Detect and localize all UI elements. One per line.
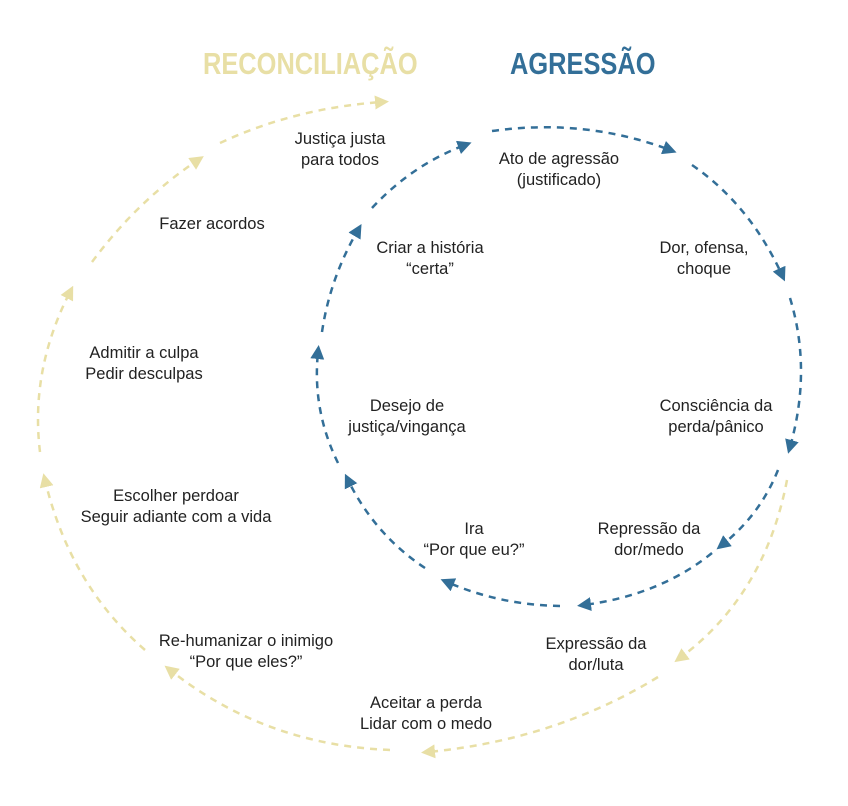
reconciliation-arrows xyxy=(36,95,789,759)
label-line: Expressão da xyxy=(545,635,647,653)
arrow-aggression-7 xyxy=(344,473,426,570)
label-ira: Ira “Por que eu?” xyxy=(424,519,525,561)
label-line: Lidar com o medo xyxy=(359,715,493,733)
label-line: Justiça justa xyxy=(294,130,386,148)
label-line: perda/pânico xyxy=(668,418,764,436)
arrow-aggression-5 xyxy=(577,552,713,612)
label-expressao-da-dor: Expressão da dor/luta xyxy=(546,634,647,676)
aggression-title: AGRESSÃO xyxy=(510,46,656,81)
label-line: Criar a história xyxy=(376,239,484,257)
label-repressao: Repressão da dor/medo xyxy=(598,519,701,561)
label-dor-ofensa: Dor, ofensa, choque xyxy=(660,238,749,280)
label-line: Seguir adiante com a vida xyxy=(80,508,272,526)
label-re-humanizar: Re-humanizar o inimigo “Por que eles?” xyxy=(159,631,333,673)
label-line: Dor, ofensa, xyxy=(659,239,749,257)
label-line: Re-humanizar o inimigo xyxy=(158,632,334,650)
arrow-aggression-6 xyxy=(440,578,561,608)
label-desejo-de-justica: Desejo de justiça/vingança xyxy=(348,396,465,438)
label-line: (justificado) xyxy=(516,171,602,189)
label-line: “Por que eu?” xyxy=(423,541,525,559)
label-justica-justa: Justiça justa para todos xyxy=(295,129,386,171)
label-line: “certa” xyxy=(406,260,454,278)
arrow-aggression-10 xyxy=(371,140,472,209)
arrow-aggression-8 xyxy=(310,345,340,464)
arrow-aggression-9 xyxy=(320,223,362,333)
arrow-reconciliation-7 xyxy=(219,95,389,145)
label-line: Fazer acordos xyxy=(159,215,265,233)
arrow-reconciliation-3 xyxy=(164,665,391,752)
arrow-aggression-2 xyxy=(691,163,786,282)
arrow-aggression-1 xyxy=(491,125,677,155)
label-ato-de-agressao: Ato de agressão (justificado) xyxy=(499,149,619,191)
label-line: Admitir a culpa xyxy=(89,344,199,362)
label-line: Consciência da xyxy=(659,397,773,415)
label-consciencia-da-perda: Consciência da perda/pânico xyxy=(660,396,773,438)
label-line: Repressão da xyxy=(597,520,701,538)
arrow-aggression-4 xyxy=(716,469,780,550)
arrow-reconciliation-6 xyxy=(90,156,204,263)
arrow-reconciliation-5 xyxy=(36,285,74,453)
arrow-reconciliation-1 xyxy=(674,479,789,663)
label-aceitar-a-perda: Aceitar a perda Lidar com o medo xyxy=(360,693,492,735)
label-line: Desejo de xyxy=(369,397,445,415)
reconciliation-title: RECONCILIAÇÃO xyxy=(203,46,418,81)
label-line: choque xyxy=(676,260,732,278)
arrow-reconciliation-2 xyxy=(421,675,659,759)
label-line: Ato de agressão xyxy=(498,150,620,168)
label-line: Escolher perdoar xyxy=(113,487,239,505)
label-line: Ira xyxy=(464,520,484,538)
label-escolher-perdoar: Escolher perdoar Seguir adiante com a vi… xyxy=(81,486,272,528)
label-line: justiça/vingança xyxy=(348,418,466,436)
label-line: para todos xyxy=(301,151,379,169)
aggression-arrows xyxy=(310,125,803,612)
label-line: Aceitar a perda xyxy=(370,694,482,712)
label-line: dor/luta xyxy=(568,656,624,674)
arrow-reconciliation-4 xyxy=(39,473,146,651)
label-admitir-a-culpa: Admitir a culpa Pedir desculpas xyxy=(85,343,202,385)
label-line: dor/medo xyxy=(614,541,684,559)
label-criar-a-historia: Criar a história “certa” xyxy=(376,238,483,280)
arrow-aggression-3 xyxy=(785,297,803,454)
label-line: “Por que eles?” xyxy=(189,653,303,671)
label-fazer-acordos: Fazer acordos xyxy=(159,214,264,235)
label-line: Pedir desculpas xyxy=(85,365,203,383)
